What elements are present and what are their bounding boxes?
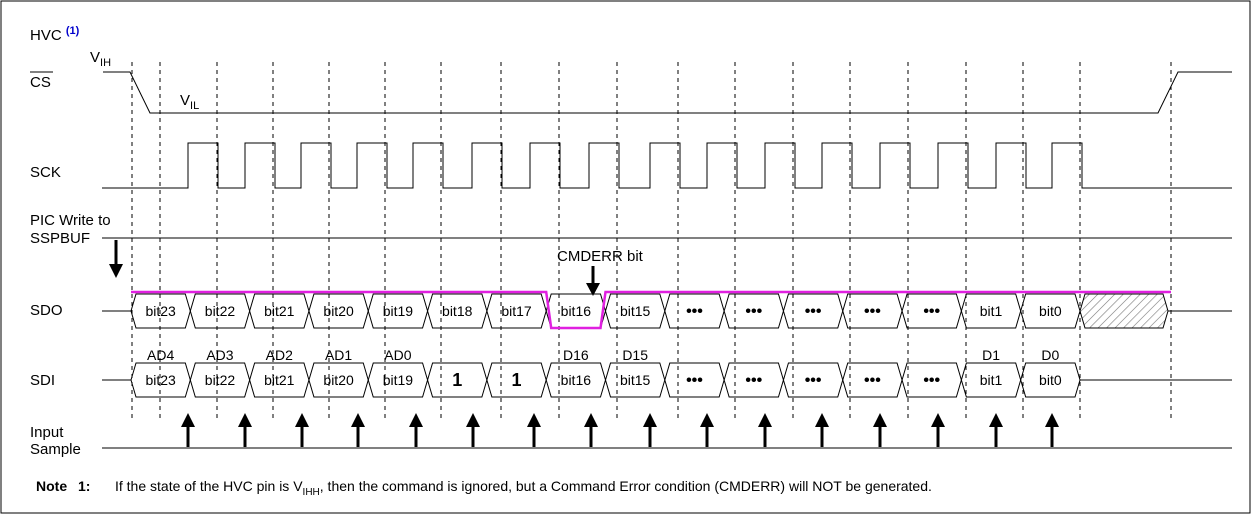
sdi-field-label-1: AD3 [206,347,233,363]
sdi-row: bit23 AD4 bit22 AD3 bit21 AD2 bit20 AD1 bit19 AD0… [102,347,1232,398]
note-label: Note [36,478,67,494]
sdi-cell-text-6: 1 [512,370,522,390]
sdo-cell-text-8: bit15 [620,303,651,319]
sdo-cell-text-4: bit19 [383,303,414,319]
sdo-cell-text-14: bit1 [980,303,1003,319]
sample-arrow-head-13 [931,413,945,427]
sdi-cell-text-9: ••• [686,372,703,389]
sdi-label: SDI [30,372,55,389]
pic-write-label-1: PIC Write to [30,212,111,229]
sdi-field-label-7: D16 [563,347,589,363]
sdo-cell-text-1: bit22 [205,303,236,319]
sample-arrow-head-8 [643,413,657,427]
sdo-cell-text-3: bit20 [323,303,354,319]
sdi-field-label-8: D15 [622,347,648,363]
sample-arrow-head-5 [466,413,480,427]
sdi-cell-text-2: bit21 [264,372,295,388]
sdo-cell-text-10: ••• [745,303,762,320]
note-number: 1: [78,478,90,494]
sdo-cell-text-7: bit16 [561,303,592,319]
sample-arrow-head-14 [989,413,1003,427]
sdi-cell-text-4: bit19 [383,372,414,388]
sdi-cell-text-10: ••• [745,372,762,389]
note-text: If the state of the HVC pin is VIHH, the… [115,478,932,498]
sdi-field-label-4: AD0 [384,347,411,363]
sample-arrow-head-1 [238,413,252,427]
sdo-cell-text-6: bit17 [501,303,532,319]
sample-arrow-head-11 [815,413,829,427]
sdo-high-z-region [1079,293,1169,329]
sdi-cell-text-11: ••• [805,372,822,389]
sdi-cell-text-0: bit23 [145,372,176,388]
sdi-cell-text-1: bit22 [205,372,236,388]
sck-waveform [102,142,1232,189]
sdi-cell-text-15: bit0 [1039,372,1062,388]
sdi-field-label-0: AD4 [147,347,174,363]
sample-arrow-head-0 [181,413,195,427]
input-sample-arrows [181,413,1059,447]
sample-arrow-head-3 [351,413,365,427]
cmderr-label: CMDERR bit [557,248,644,265]
sdo-cell-text-5: bit18 [442,303,473,319]
sdo-label: SDO [30,302,63,319]
vil-label: VIL [180,92,199,112]
sdi-cell-text-8: bit15 [620,372,651,388]
sdo-cell-text-11: ••• [805,303,822,320]
pic-write-label-2: SSPBUF [30,230,90,247]
sdo-cell-text-15: bit0 [1039,303,1062,319]
sdo-cell-text-12: ••• [864,303,881,320]
sample-arrow-head-4 [409,413,423,427]
cs-label: CS [30,74,51,91]
sample-arrow-head-2 [295,413,309,427]
sample-arrow-head-12 [873,413,887,427]
sample-arrow-head-9 [700,413,714,427]
note-ref: (1) [66,25,80,37]
sdi-field-label-2: AD2 [266,347,293,363]
cs-waveform [103,71,1232,114]
input-sample-label-1: Input [30,424,64,441]
sck-label: SCK [30,164,61,181]
timing-guides [131,62,1172,420]
sdi-cell-text-12: ••• [864,372,881,389]
cmderr-arrow-head [586,283,600,296]
sdi-cell-text-5: 1 [452,370,462,390]
input-sample-label-2: Sample [30,441,81,458]
sdo-cell-text-9: ••• [686,303,703,320]
sample-arrow-head-6 [527,413,541,427]
sdo-row: bit23 bit22 bit21 bit20 bit19 bit18 bit17 bit16… [102,290,1232,330]
sample-arrow-head-10 [758,413,772,427]
sdi-field-label-14: D1 [982,347,1000,363]
hvc-label: HVC (1) [30,25,80,44]
vih-label: VIH [90,49,111,69]
sample-arrow-head-15 [1045,413,1059,427]
sdi-cell-text-14: bit1 [980,372,1003,388]
sdo-cell-text-0: bit23 [145,303,176,319]
sdi-field-label-3: AD1 [325,347,352,363]
sdi-cell-text-7: bit16 [561,372,592,388]
sdi-cell-text-3: bit20 [323,372,354,388]
note-area [2,458,1249,512]
sdi-cell-text-13: ••• [923,372,940,389]
sdo-highlight-line [131,290,1171,330]
pic-write-arrow-head [109,264,123,278]
sdi-field-label-15: D0 [1041,347,1059,363]
sdo-cell-text-2: bit21 [264,303,295,319]
sample-arrow-head-7 [584,413,598,427]
sdo-cell-text-13: ••• [923,303,940,320]
